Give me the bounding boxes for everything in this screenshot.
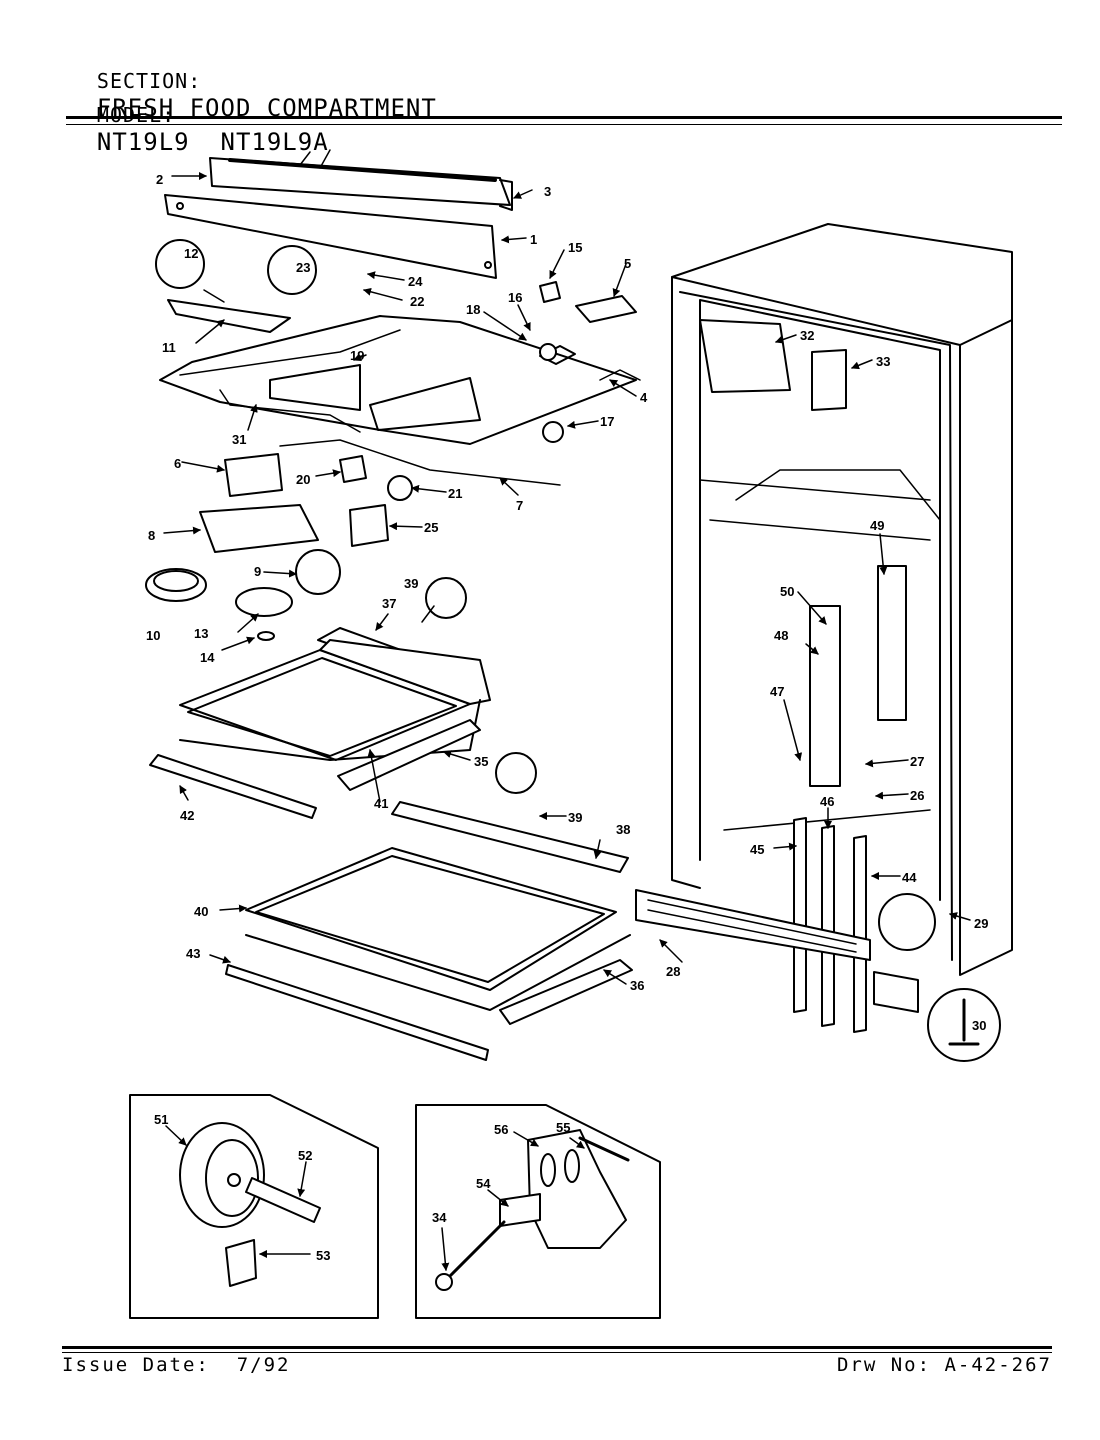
callout-5: 5 [624, 256, 631, 271]
callout-15: 15 [568, 240, 582, 255]
callout-19: 19 [350, 348, 364, 363]
callout-28: 28 [666, 964, 680, 979]
footer-rule [62, 1346, 1052, 1349]
callout-40: 40 [194, 904, 208, 919]
drawing-number: Drw No: A-42-267 [836, 1354, 1052, 1376]
callout-18: 18 [466, 302, 480, 317]
callout-50: 50 [780, 584, 794, 599]
callout-3: 3 [544, 184, 551, 199]
callout-11: 11 [162, 340, 176, 355]
callout-38: 38 [616, 822, 630, 837]
callout-51: 51 [154, 1112, 168, 1127]
control-housing [159, 315, 641, 445]
callout-45: 45 [750, 842, 764, 857]
callout-20: 20 [296, 472, 310, 487]
upper-shelf [149, 627, 491, 819]
callout-8: 8 [148, 528, 155, 543]
model-line: MODEL: NT19L9 NT19L9A [66, 72, 329, 156]
callout-numbers: 1 2 3 4 5 6 7 8 9 10 11 12 13 14 15 16 1… [146, 172, 988, 1263]
header-rule [66, 116, 1062, 119]
model-label: MODEL: [96, 103, 176, 127]
callout-27: 27 [910, 754, 924, 769]
lower-shelf [225, 801, 633, 1061]
callout-22: 22 [410, 294, 424, 309]
callout-33: 33 [876, 354, 890, 369]
callout-24: 24 [408, 274, 423, 289]
callout-47: 47 [770, 684, 784, 699]
callout-26: 26 [910, 788, 924, 803]
callout-56: 56 [494, 1122, 508, 1137]
callout-7: 7 [516, 498, 523, 513]
callout-43: 43 [186, 946, 200, 961]
callout-29: 29 [974, 916, 988, 931]
shelf-rails [793, 817, 867, 1033]
hinge-detail-box [415, 1104, 661, 1319]
callout-32: 32 [800, 328, 814, 343]
callout-53: 53 [316, 1248, 330, 1263]
refrigerator-cabinet [671, 223, 1013, 976]
callout-12: 12 [184, 246, 198, 261]
callout-35: 35 [474, 754, 488, 769]
callout-34: 34 [432, 1210, 447, 1225]
callout-17: 17 [600, 414, 614, 429]
footer-rule-thin [62, 1352, 1052, 1353]
callout-4: 4 [640, 390, 648, 405]
callout-16: 16 [508, 290, 522, 305]
callout-39-lower: 39 [568, 810, 582, 825]
callout-21: 21 [448, 486, 462, 501]
callout-42: 42 [180, 808, 194, 823]
callout-36: 36 [630, 978, 644, 993]
roller-detail-box [129, 1094, 379, 1319]
callout-2: 2 [156, 172, 163, 187]
callout-48: 48 [774, 628, 788, 643]
callout-46: 46 [820, 794, 834, 809]
callout-39-upper: 39 [404, 576, 418, 591]
small-parts [145, 281, 637, 641]
callout-9: 9 [254, 564, 261, 579]
header-rule-thin [66, 124, 1062, 125]
callout-14: 14 [200, 650, 215, 665]
top-trim-assembly [164, 149, 513, 279]
callout-52: 52 [298, 1148, 312, 1163]
callout-10: 10 [146, 628, 160, 643]
callout-44: 44 [902, 870, 917, 885]
callout-54: 54 [476, 1176, 491, 1191]
detail-circles [155, 239, 1001, 1062]
section-label: SECTION: [96, 69, 202, 93]
callout-37: 37 [382, 596, 396, 611]
callout-13: 13 [194, 626, 208, 641]
callout-41: 41 [374, 796, 388, 811]
callout-30: 30 [972, 1018, 986, 1033]
callout-49: 49 [870, 518, 884, 533]
leader-lines [163, 172, 971, 1271]
callout-31: 31 [232, 432, 246, 447]
issue-date: Issue Date: 7/92 [62, 1354, 291, 1376]
bottom-grille [635, 889, 919, 1013]
callout-1: 1 [530, 232, 537, 247]
model-numbers: NT19L9 NT19L9A [96, 128, 329, 156]
callout-55: 55 [556, 1120, 570, 1135]
callout-25: 25 [424, 520, 438, 535]
callout-23: 23 [296, 260, 310, 275]
callout-6: 6 [174, 456, 181, 471]
